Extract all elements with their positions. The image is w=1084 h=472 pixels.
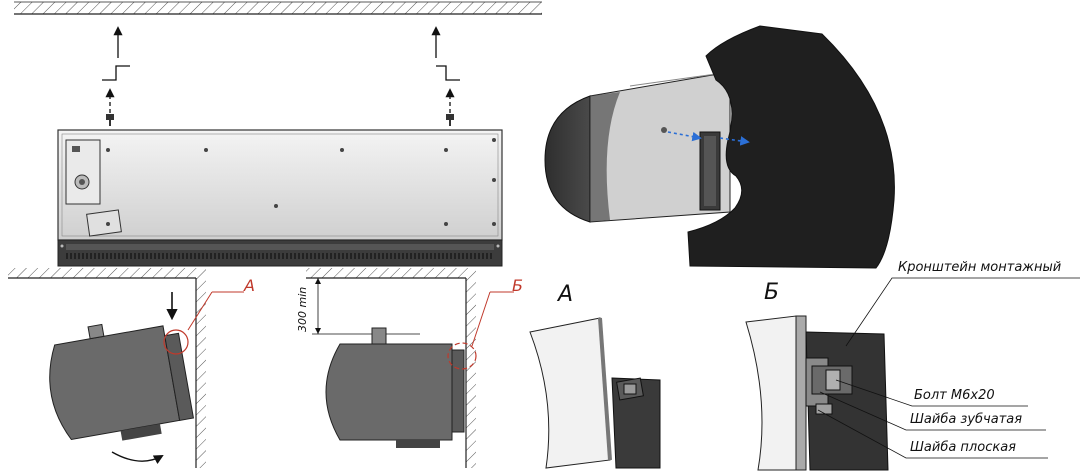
screw-left	[106, 114, 114, 126]
mount-arrow-right	[431, 26, 460, 120]
callout-washer-toothed: Шайба зубчатая	[910, 412, 1023, 427]
curtain-3d-view	[544, 25, 895, 269]
detail-a-title: А	[558, 282, 574, 307]
callout-washer-flat: Шайба плоская	[910, 440, 1016, 455]
callout-leaders	[817, 277, 1080, 459]
mount-arrow-left	[102, 26, 130, 120]
detail-b-title: Б	[764, 280, 780, 305]
ceiling-top	[14, 1, 542, 15]
callout-bracket: Кронштейн монтажный	[898, 260, 1062, 275]
detail-a	[529, 317, 661, 469]
wall-mount-b	[306, 268, 514, 468]
label-b-left: Б	[512, 276, 523, 295]
label-a-left: А	[244, 276, 255, 295]
screw-right	[446, 114, 454, 126]
wall-mount-a	[8, 268, 244, 468]
callout-bolt: Болт М6х20	[914, 388, 995, 403]
detail-b	[745, 315, 889, 471]
curtain-front-view	[57, 129, 503, 267]
clearance-label: 300 min	[296, 286, 309, 332]
